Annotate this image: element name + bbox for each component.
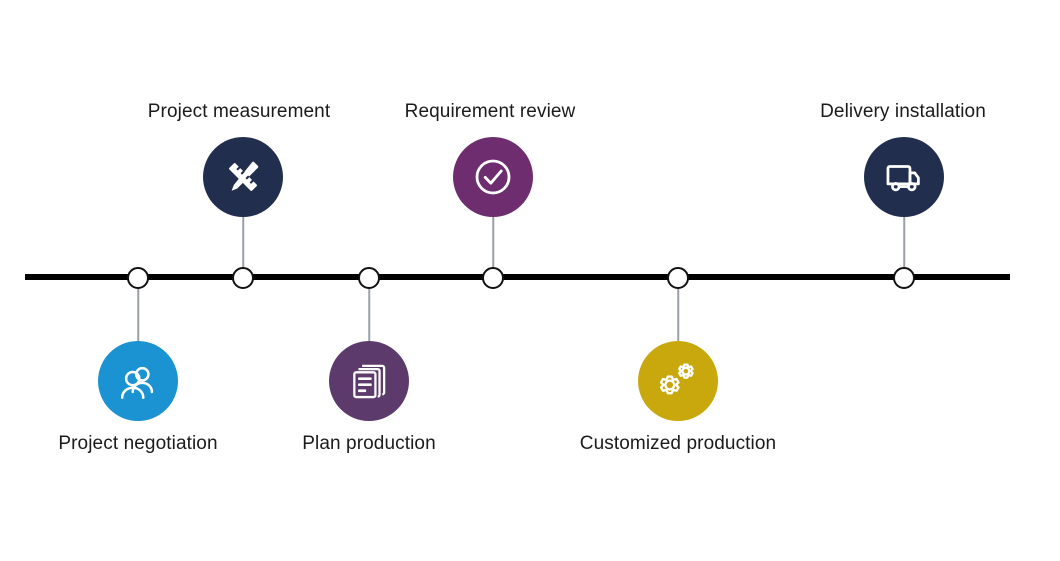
timeline-node-step-4[interactable] (482, 267, 504, 289)
gears-icon (654, 357, 702, 405)
documents-icon (347, 359, 391, 403)
connector-stem-step-2 (242, 214, 244, 273)
timeline-axis (25, 274, 1010, 280)
timeline-node-step-5[interactable] (667, 267, 689, 289)
icon-bubble-plan-production[interactable] (329, 341, 409, 421)
icon-bubble-delivery-installation[interactable] (864, 137, 944, 217)
check-circle-icon (469, 153, 517, 201)
timeline-node-step-1[interactable] (127, 267, 149, 289)
delivery-truck-icon (882, 155, 926, 199)
icon-bubble-requirement-review[interactable] (453, 137, 533, 217)
icon-bubble-project-measurement[interactable] (203, 137, 283, 217)
users-icon (115, 358, 161, 404)
connector-stem-step-3 (368, 283, 370, 345)
connector-stem-step-1 (137, 283, 139, 345)
step-label-requirement-review: Requirement review (404, 101, 576, 122)
icon-bubble-project-negotiation[interactable] (98, 341, 178, 421)
timeline-node-step-3[interactable] (358, 267, 380, 289)
step-label-delivery-installation: Delivery installation (820, 101, 986, 122)
icon-bubble-customized-production[interactable] (638, 341, 718, 421)
connector-stem-step-4 (492, 214, 494, 273)
timeline-node-step-6[interactable] (893, 267, 915, 289)
step-label-project-measurement: Project measurement (147, 101, 331, 122)
step-label-project-negotiation: Project negotiation (58, 433, 218, 454)
connector-stem-step-6 (903, 214, 905, 273)
step-label-customized-production: Customized production (579, 433, 777, 454)
pencil-ruler-icon (220, 154, 266, 200)
timeline-node-step-2[interactable] (232, 267, 254, 289)
step-label-plan-production: Plan production (302, 433, 436, 454)
connector-stem-step-5 (677, 283, 679, 345)
